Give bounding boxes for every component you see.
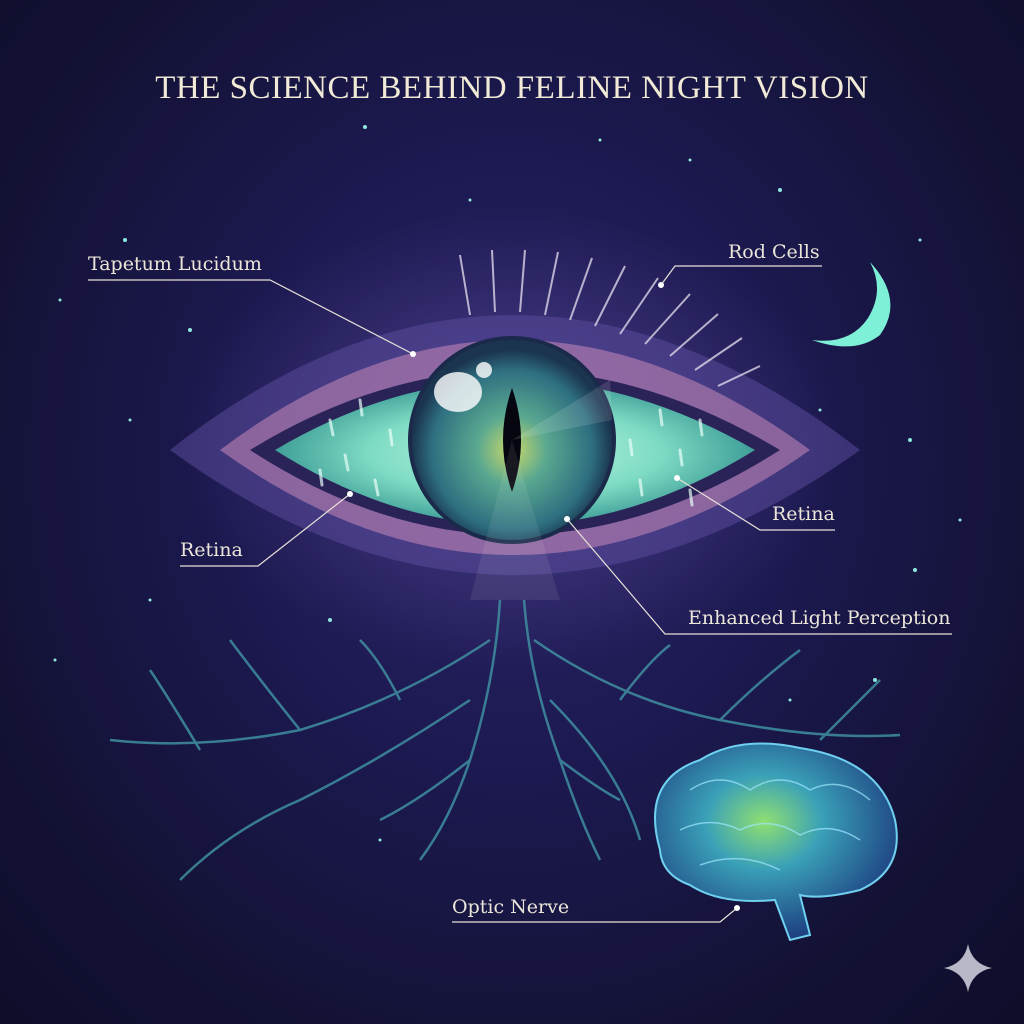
label-tapetum-lucidum: Tapetum Lucidum [88, 253, 262, 275]
optic-nerve [109, 599, 901, 881]
rod-cells [318, 398, 704, 507]
page-title: THE SCIENCE BEHIND FELINE NIGHT VISION [155, 70, 869, 106]
crescent-moon-icon [812, 262, 891, 347]
sparkle-icon [944, 944, 992, 992]
label-optic-nerve: Optic Nerve [452, 896, 570, 918]
eye [170, 249, 860, 600]
label-enhanced-light-perception: Enhanced Light Perception [688, 607, 951, 629]
stars [53, 125, 962, 842]
label-retina-left: Retina [180, 539, 243, 561]
label-retina-right: Retina [772, 503, 835, 525]
leader-lines [88, 265, 952, 923]
lashes [459, 249, 761, 387]
brain [654, 742, 898, 942]
label-rod-cells: Rod Cells [728, 241, 820, 263]
